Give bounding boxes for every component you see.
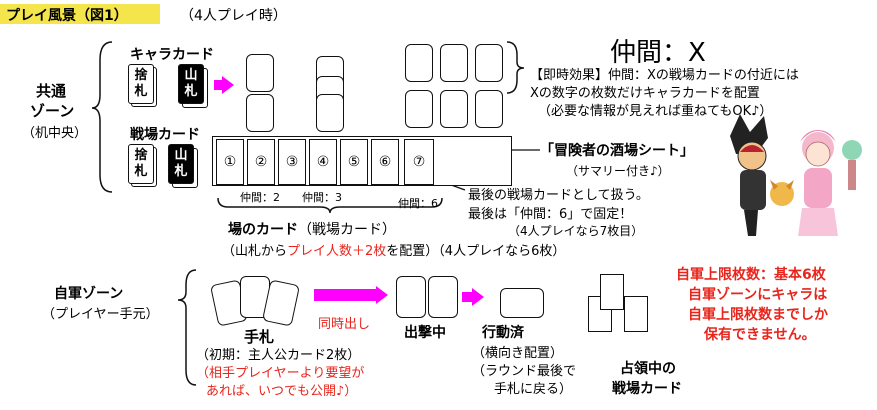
mascot-characters-illustration xyxy=(730,114,862,236)
hand-note-2: あれば、いつでも公開♪） xyxy=(206,384,358,399)
field-slot-5: ⑤ xyxy=(340,139,368,185)
simultaneous-label: 同時出し xyxy=(318,317,371,332)
last-card-line-1: 最後の戦場カードとして扱う。 xyxy=(468,188,649,203)
field-title: 場のカード（戦場カード） xyxy=(228,222,396,238)
field-card-label: 戦場カード xyxy=(130,127,200,143)
sortie-card xyxy=(396,276,426,318)
acted-sub-3: 手札に戻る） xyxy=(494,382,573,397)
title-band xyxy=(0,4,160,24)
common-zone-label-1: 共通 xyxy=(36,82,67,100)
chara-deck: 山札 xyxy=(178,64,208,108)
chara-card xyxy=(316,94,344,132)
effect-line-2: Xの数字の枚数だけキャラカードを配置 xyxy=(530,86,760,101)
effect-line-1: 【即時効果】仲間：Xの戦場カードの付近には xyxy=(530,68,799,83)
sortie-card xyxy=(428,276,458,318)
own-zone-label: 自軍ゾーン xyxy=(54,286,124,302)
acted-card xyxy=(500,288,544,318)
field-slot-2: ② xyxy=(247,139,275,185)
chara-card xyxy=(246,54,274,92)
hand-note-1: （相手プレイヤーより要望が xyxy=(196,366,365,381)
acted-arrow-head xyxy=(472,288,484,306)
occupied-label-1: 占領中の xyxy=(620,361,676,377)
field-deck: 山札 xyxy=(168,144,198,188)
acted-sub-1: （横向き配置） xyxy=(472,346,564,361)
page-title: プレイ風景（図1） xyxy=(6,8,128,24)
nakama-6-label: 仲間：6 xyxy=(398,197,438,210)
nakama-2-label: 仲間：2 xyxy=(240,191,280,204)
tavern-summary-note: （サマリー付き♪） xyxy=(566,164,670,178)
acted-arrow-body xyxy=(462,292,472,302)
last-card-line-3: （4人プレイなら7枚目） xyxy=(508,224,644,238)
field-sub: （山札からプレイ人数＋2枚を配置）（4人プレイなら6枚） xyxy=(222,244,566,259)
field-slot-6: ⑥ xyxy=(371,139,399,185)
limit-line-3: 自軍上限枚数までしか xyxy=(688,307,828,323)
acted-sub-2: （ラウンド最後で xyxy=(472,364,577,379)
limit-line-4: 保有できません。 xyxy=(704,327,816,343)
field-discard-pile: 捨札 xyxy=(128,144,158,188)
simultaneous-arrow-head xyxy=(376,286,388,304)
field-slot-1: ① xyxy=(216,139,244,185)
chara-arrow-head xyxy=(222,76,234,94)
acted-label: 行動済 xyxy=(482,325,524,341)
chara-card xyxy=(440,44,468,82)
occupied-label-2: 戦場カード xyxy=(612,381,682,397)
tavern-sheet-label: 「冒険者の酒場シート」 xyxy=(540,143,694,159)
nakama-3-label: 仲間：3 xyxy=(302,191,342,204)
chara-card xyxy=(405,44,433,82)
common-zone-sub: （机中央） xyxy=(22,126,88,141)
chara-card xyxy=(246,94,274,132)
field-slot-7: ⑦ xyxy=(404,139,434,185)
effect-line-3: （必要な情報が見えれば重ねてもOK♪） xyxy=(538,104,773,119)
page-note: （4人プレイ時） xyxy=(180,8,287,24)
chara-card xyxy=(440,90,468,128)
chara-card-label: キャラカード xyxy=(130,47,214,63)
field-slot-4: ④ xyxy=(309,139,337,185)
chara-card xyxy=(405,90,433,128)
limit-line-2: 自軍ゾーンにキャラは xyxy=(688,287,828,303)
last-card-line-2: 最後は「仲間：6」で固定！ xyxy=(468,207,633,222)
chara-card xyxy=(475,44,503,82)
hand-label: 手札 xyxy=(244,328,275,346)
occupied-card xyxy=(600,274,624,310)
chara-card xyxy=(475,90,503,128)
chara-discard-pile: 捨札 xyxy=(128,64,158,108)
nakama-x-title: 仲間：X xyxy=(610,38,706,68)
simultaneous-arrow-body xyxy=(314,289,376,301)
hand-initial: （初期：主人公カード2枚） xyxy=(196,348,361,363)
common-zone-label-2: ゾーン xyxy=(30,102,75,120)
field-slot-3: ③ xyxy=(278,139,306,185)
sortie-label: 出撃中 xyxy=(404,325,446,341)
own-zone-sub: （プレイヤー手元） xyxy=(42,307,159,322)
occupied-card xyxy=(624,296,648,332)
chara-arrow-body xyxy=(214,80,222,90)
limit-line-1: 自軍上限枚数：基本6枚 xyxy=(676,267,826,283)
